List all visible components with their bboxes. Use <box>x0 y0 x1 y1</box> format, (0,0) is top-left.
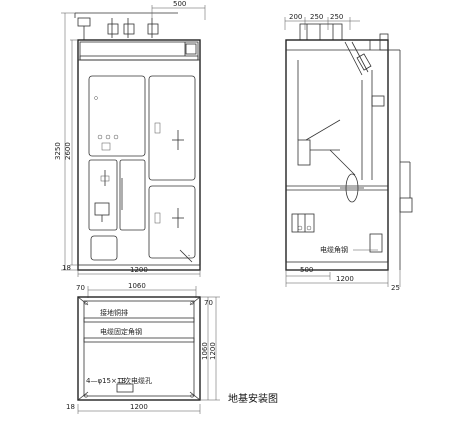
front-dim-width: 1200 <box>130 266 148 274</box>
plan-title: 地基安装图 <box>228 392 278 405</box>
front-view: 500 <box>54 0 206 277</box>
side-dim-bottom-left: 500 <box>300 266 313 274</box>
plan-label-secondary-hole: 二次电缆孔 <box>117 376 152 385</box>
plan-dim-corner: 70 <box>76 284 85 292</box>
plan-dim-inner-width: 1060 <box>128 282 146 290</box>
plan-dim-inner-depth: 1060 <box>201 342 209 360</box>
side-view: 200 250 250 <box>284 13 413 292</box>
plan-label-holes: 4—φ15×18 <box>86 377 126 385</box>
front-dim-top: 500 <box>173 0 186 8</box>
plan-dim-width: 1200 <box>130 403 148 411</box>
plan-label-ground-bar: 接地铜排 <box>100 308 128 317</box>
side-dim-top-1: 200 <box>289 13 302 21</box>
front-dim-base: 18 <box>62 264 71 272</box>
side-dim-offset: 25 <box>391 284 400 292</box>
side-dim-top-3: 250 <box>330 13 343 21</box>
side-dim-top-2: 250 <box>310 13 323 21</box>
plan-dim-outer-depth: 1200 <box>209 342 217 360</box>
plan-dim-base: 18 <box>66 403 75 411</box>
side-label-cable-angle: 电缆角钢 <box>320 245 348 254</box>
foundation-plan: 70 1060 接地铜排 电缆固定角钢 二次电缆孔 4—φ15×18 70 10… <box>66 282 278 414</box>
front-dim-total: 3250 <box>54 142 62 160</box>
plan-label-cable-fix-angle: 电缆固定角钢 <box>100 327 142 336</box>
front-dim-body: 2600 <box>64 142 72 160</box>
side-dim-width: 1200 <box>336 275 354 283</box>
plan-dim-right-top: 70 <box>204 299 213 307</box>
